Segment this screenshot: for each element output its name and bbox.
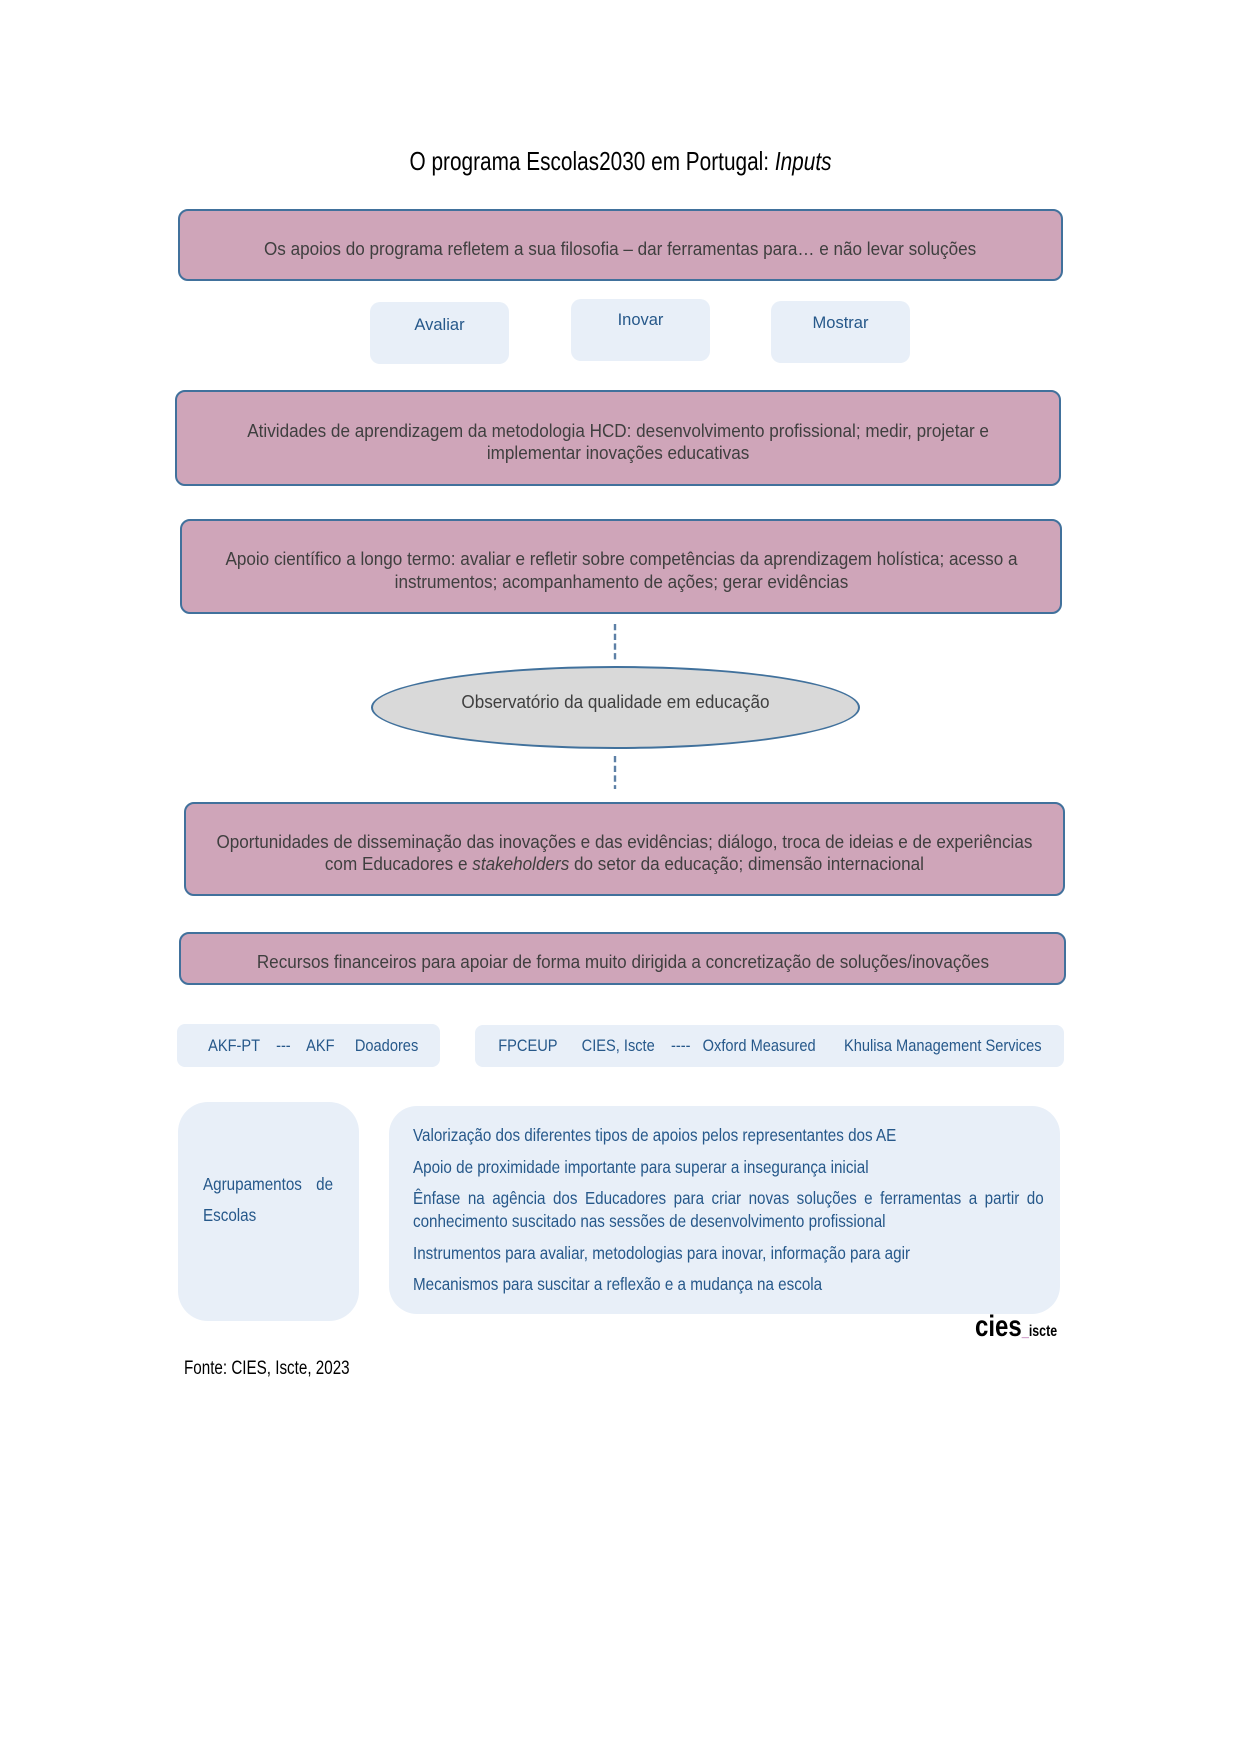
finding-item: Mecanismos para suscitar a reflexão e a … — [413, 1274, 823, 1294]
connector-dashed-bottom — [613, 756, 617, 789]
page-title: O programa Escolas2030 em Portugal: Inpu… — [124, 146, 1117, 177]
philosophy-box-text: Os apoios do programa refletem a sua fil… — [264, 237, 977, 259]
chip-inovar: Inovar — [571, 299, 710, 361]
dissemination-box-emphasis: stakeholders — [472, 853, 570, 874]
page-title-emphasis: Inputs — [774, 146, 832, 176]
cies-logo-underscore: _ — [1021, 1323, 1029, 1340]
cies-logo-suffix: iscte — [1028, 1323, 1058, 1340]
finding-item: Apoio de proximidade importante para sup… — [413, 1156, 869, 1177]
finding-item: Ênfase na agência dos Educadores para cr… — [413, 1188, 1044, 1231]
partners-bar-left: AKF-PT --- AKF Doadores — [177, 1024, 440, 1067]
cies-logo-main: cies — [975, 1310, 1022, 1343]
dissemination-box-part2: do setor da educação; dimensão internaci… — [569, 853, 925, 874]
activities-box-text: Atividades de aprendizagem da metodologi… — [247, 419, 989, 463]
chip-mostrar: Mostrar — [771, 301, 910, 363]
page-title-text: O programa Escolas2030 em Portugal: — [409, 146, 775, 176]
scientific-support-box-text: Apoio científico a longo termo: avaliar … — [224, 548, 1018, 592]
scientific-support-box: Apoio científico a longo termo: avaliar … — [180, 519, 1062, 614]
resources-box-text: Recursos financeiros para apoiar de form… — [256, 951, 989, 973]
activities-box: Atividades de aprendizagem da metodologi… — [175, 390, 1061, 486]
observatory-ellipse: Observatório da qualidade em educação — [371, 666, 860, 749]
partners-bar-left-text: AKF-PT --- AKF Doadores — [208, 1035, 419, 1055]
observatory-ellipse-text: Observatório da qualidade em educação — [461, 690, 770, 712]
dissemination-box-part1: Oportunidades de disseminação das inovaç… — [216, 830, 1033, 874]
connector-dashed-top — [613, 624, 617, 660]
chip-mostrar-label: Mostrar — [812, 314, 869, 332]
findings-box-text: Valorização dos diferentes tipos de apoi… — [413, 1124, 1044, 1295]
cies-iscte-logo: cies_iscte — [975, 1310, 1135, 1344]
school-groups-box: Agrupamentos de Escolas — [178, 1102, 359, 1321]
partners-bar-right-text: FPCEUP CIES, Iscte ---- Oxford Measured … — [497, 1036, 1042, 1055]
dissemination-box: Oportunidades de disseminação das inovaç… — [184, 802, 1065, 896]
partners-bar-right: FPCEUP CIES, Iscte ---- Oxford Measured … — [475, 1025, 1064, 1067]
source-note: Fonte: CIES, Iscte, 2023 — [184, 1358, 350, 1379]
philosophy-box: Os apoios do programa refletem a sua fil… — [178, 209, 1063, 281]
finding-item: Instrumentos para avaliar, metodologias … — [413, 1242, 911, 1263]
findings-box: Valorização dos diferentes tipos de apoi… — [389, 1106, 1060, 1314]
chip-avaliar: Avaliar — [370, 302, 509, 364]
school-groups-box-text: Agrupamentos de Escolas — [203, 1174, 334, 1225]
chip-inovar-label: Inovar — [617, 311, 664, 329]
dissemination-box-text: Oportunidades de disseminação das inovaç… — [217, 831, 1033, 876]
finding-item: Valorização dos diferentes tipos de apoi… — [413, 1125, 897, 1146]
resources-box: Recursos financeiros para apoiar de form… — [179, 932, 1066, 985]
chip-avaliar-label: Avaliar — [414, 316, 465, 334]
